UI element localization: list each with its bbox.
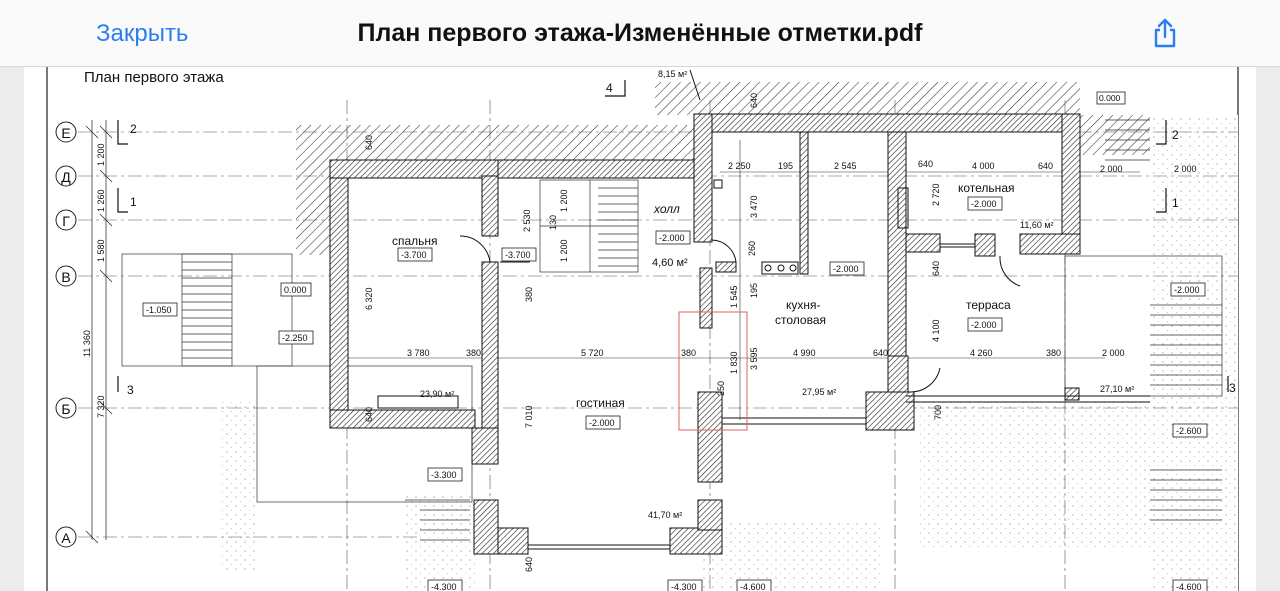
dim-4990: 4 990 bbox=[793, 348, 816, 358]
area-460: 4,60 м² bbox=[652, 257, 688, 269]
dim-640-c: 640 bbox=[873, 348, 888, 358]
level-4300-a: -4.300 bbox=[431, 582, 457, 591]
axis-label-g: Г bbox=[62, 213, 70, 229]
dim-1200: 1 200 bbox=[96, 143, 106, 166]
section-3-right: 3 bbox=[1229, 381, 1236, 395]
dim-4260: 4 260 bbox=[970, 348, 993, 358]
dim-2720: 2 720 bbox=[931, 183, 941, 206]
axis-label-b: Б bbox=[61, 401, 70, 417]
room-terrace: терраса bbox=[966, 298, 1011, 312]
dim-640-e: 640 bbox=[364, 135, 374, 150]
dim-640-d: 640 bbox=[749, 93, 759, 108]
dim-1580: 1 580 bbox=[96, 239, 106, 262]
top-toolbar: Закрыть План первого этажа-Изменённые от… bbox=[0, 0, 1280, 67]
level-2600: -2.600 bbox=[1176, 426, 1202, 436]
room-hall: холл bbox=[653, 202, 680, 216]
axis-label-v: В bbox=[61, 269, 70, 285]
area-815: 8,15 м² bbox=[658, 69, 687, 79]
dim-380-c: 380 bbox=[1046, 348, 1061, 358]
dim-130: 130 bbox=[548, 215, 558, 230]
level-kitchen: -2.000 bbox=[833, 264, 859, 274]
section-2-right: 2 bbox=[1172, 128, 1179, 142]
dim-260: 260 bbox=[747, 241, 757, 256]
level-2250: -2.250 bbox=[282, 333, 308, 343]
dim-5720: 5 720 bbox=[581, 348, 604, 358]
dim-380-d: 380 bbox=[524, 287, 534, 302]
dim-1200-b: 1 200 bbox=[559, 239, 569, 262]
dim-640-h: 640 bbox=[524, 557, 534, 572]
axis-label-a: А bbox=[61, 530, 71, 546]
dim-380-b: 380 bbox=[681, 348, 696, 358]
room-living: гостиная bbox=[576, 396, 625, 410]
dim-1260: 1 260 bbox=[96, 189, 106, 212]
section-4: 4 bbox=[606, 81, 613, 95]
area-4170: 41,70 м² bbox=[648, 510, 682, 520]
dim-640-a: 640 bbox=[918, 159, 933, 169]
dim-250: 250 bbox=[716, 381, 726, 396]
section-1-left: 1 bbox=[130, 195, 137, 209]
dim-2000-c: 2 000 bbox=[1102, 348, 1125, 358]
dim-2250: 2 250 bbox=[728, 161, 751, 171]
level-living: -2.000 bbox=[589, 418, 615, 428]
level-4300-b: -4.300 bbox=[671, 582, 697, 591]
room-kitchen-line2: столовая bbox=[775, 313, 826, 327]
dim-3595: 3 595 bbox=[749, 347, 759, 370]
level-terrace: -2.000 bbox=[971, 320, 997, 330]
dim-700: 700 bbox=[933, 405, 943, 420]
dim-2545: 2 545 bbox=[834, 161, 857, 171]
area-2710: 27,10 м² bbox=[1100, 384, 1134, 394]
dim-380-a: 380 bbox=[466, 348, 481, 358]
close-button[interactable]: Закрыть bbox=[96, 20, 189, 47]
dim-2000-b: 2 000 bbox=[1174, 164, 1197, 174]
level-hall: -2.000 bbox=[659, 233, 685, 243]
document-title: План первого этажа-Изменённые отметки.pd… bbox=[357, 19, 923, 47]
dim-2000-a: 2 000 bbox=[1100, 164, 1123, 174]
room-boiler: котельная bbox=[958, 181, 1014, 195]
level-3300: -3.300 bbox=[431, 470, 457, 480]
dim-7320: 7 320 bbox=[96, 395, 106, 418]
dim-4100: 4 100 bbox=[931, 319, 941, 342]
level-top: 0.000 bbox=[1099, 93, 1121, 103]
axis-label-e: Е bbox=[61, 125, 70, 141]
level-boiler: -2.000 bbox=[971, 199, 997, 209]
dim-195-b: 195 bbox=[749, 283, 759, 298]
pdf-page[interactable]: Е Д Г В Б А 1 200 1 260 1 580 11 360 7 3… bbox=[24, 67, 1256, 591]
dim-4000: 4 000 bbox=[972, 161, 995, 171]
dim-195-a: 195 bbox=[778, 161, 793, 171]
room-kitchen-line1: кухня- bbox=[786, 298, 821, 312]
level-4600-a: -4.600 bbox=[740, 582, 766, 591]
floor-plan-drawing: Е Д Г В Б А 1 200 1 260 1 580 11 360 7 3… bbox=[46, 67, 1239, 591]
section-1-right: 1 bbox=[1172, 196, 1179, 210]
share-icon[interactable] bbox=[1148, 16, 1182, 50]
level-4600-b: -4.600 bbox=[1176, 582, 1202, 591]
dim-11360: 11 360 bbox=[82, 330, 92, 357]
level-right: -2.000 bbox=[1174, 285, 1200, 295]
axis-label-d: Д bbox=[61, 169, 71, 185]
area-1160: 11,60 м² bbox=[1020, 220, 1054, 230]
dim-640-g: 640 bbox=[364, 407, 374, 422]
level-badges: 0.000 0.000 -3.700 -3.700 -2.000 -2.000 … bbox=[142, 91, 1208, 591]
room-bedroom: спальня bbox=[392, 234, 438, 248]
level-left: 0.000 bbox=[284, 285, 307, 295]
level-1050: -1.050 bbox=[146, 305, 172, 315]
dim-6320: 6 320 bbox=[364, 287, 374, 310]
dim-7010: 7 010 bbox=[524, 405, 534, 428]
dim-3780: 3 780 bbox=[407, 348, 430, 358]
level-corridor: -3.700 bbox=[505, 250, 531, 260]
plan-heading: План первого этажа bbox=[84, 69, 224, 86]
section-2-left: 2 bbox=[130, 122, 137, 136]
level-bedroom: -3.700 bbox=[401, 250, 427, 260]
dim-1545: 1 545 bbox=[729, 285, 739, 308]
area-2390: 23,90 м² bbox=[420, 389, 454, 399]
area-2795: 27,95 м² bbox=[802, 387, 836, 397]
dim-3470: 3 470 bbox=[749, 195, 759, 218]
dim-1200-a: 1 200 bbox=[559, 189, 569, 212]
dim-2530: 2 530 bbox=[522, 209, 532, 232]
dim-640-b: 640 bbox=[1038, 161, 1053, 171]
axis-markers: Е Д Г В Б А bbox=[55, 121, 77, 548]
section-3-left: 3 bbox=[127, 383, 134, 397]
dim-1830: 1 830 bbox=[729, 351, 739, 374]
dim-640-f: 640 bbox=[931, 261, 941, 276]
